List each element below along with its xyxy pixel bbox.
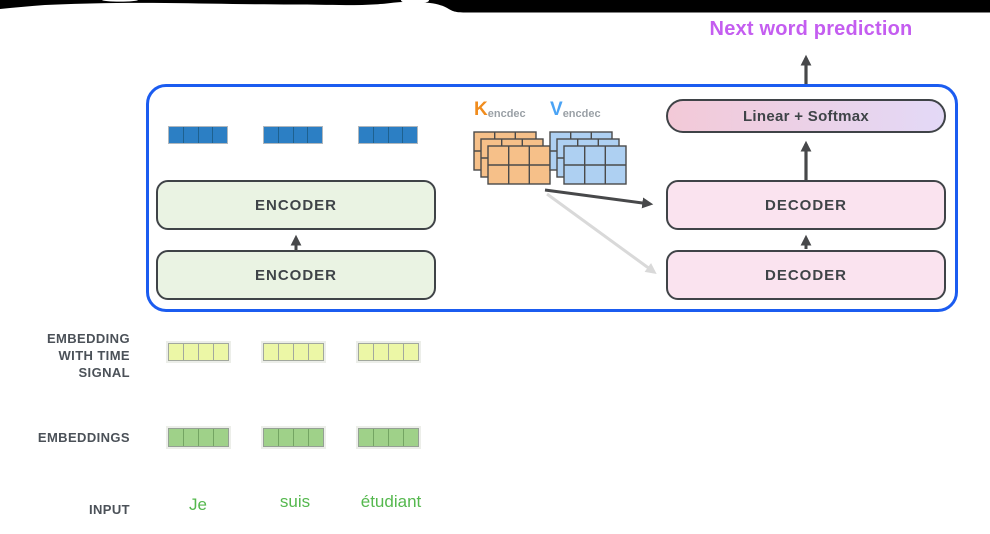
v-encdec-label: Vencdec	[550, 99, 601, 121]
embedding-vector-2	[263, 428, 324, 447]
time-signal-vector-1	[168, 343, 229, 361]
input-label: INPUT	[89, 502, 130, 517]
v-matrix-stack-icon	[549, 131, 627, 185]
encoder-box-bottom: ENCODER	[156, 250, 436, 300]
next-word-prediction-title: Next word prediction	[709, 18, 913, 40]
time-signal-vector-3	[358, 343, 419, 361]
v-subscript: encdec	[562, 108, 601, 120]
embedding-with-time-signal-label: EMBEDDING WITH TIME SIGNAL	[46, 331, 130, 380]
input-word-2: suis	[279, 492, 311, 511]
encoder-output-vector-3	[358, 126, 418, 144]
k-letter: K	[474, 99, 488, 120]
k-subscript: encdec	[487, 108, 526, 120]
input-word-3: étudiant	[360, 492, 422, 511]
embeddings-label: EMBEDDINGS	[37, 430, 130, 445]
embedding-vector-1	[168, 428, 229, 447]
decoder-box-bottom: DECODER	[666, 250, 946, 300]
input-word-1: Je	[189, 495, 207, 514]
torn-top-edge	[0, 0, 990, 13]
v-letter: V	[550, 99, 563, 120]
embedding-vector-3	[358, 428, 419, 447]
k-matrix-stack-icon	[473, 131, 551, 185]
time-signal-vector-2	[263, 343, 324, 361]
encoder-output-vector-2	[263, 126, 323, 144]
linear-softmax-box: Linear + Softmax	[666, 99, 946, 133]
encoder-output-vector-1	[168, 126, 228, 144]
decoder-box-top: DECODER	[666, 180, 946, 230]
k-encdec-label: Kencdec	[474, 99, 526, 121]
encoder-box-top: ENCODER	[156, 180, 436, 230]
